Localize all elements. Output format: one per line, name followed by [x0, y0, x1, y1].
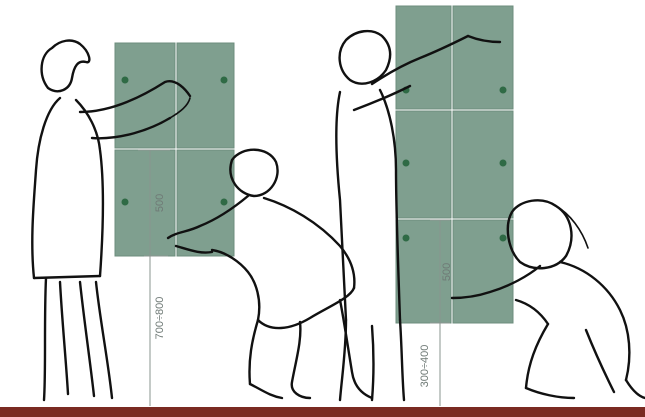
dim-panel-height-right: 500 — [441, 263, 453, 281]
fastener-dot — [221, 199, 228, 206]
left-panel-top-left — [115, 43, 175, 148]
right-panel-stack — [396, 6, 513, 323]
fastener-dot — [122, 77, 129, 84]
fastener-dot — [500, 235, 507, 242]
left-panel-top-right — [177, 43, 234, 148]
dim-panel-height-left: 500 — [154, 194, 166, 212]
right-panel-r1-right — [453, 6, 513, 109]
fastener-dot — [403, 235, 410, 242]
dim-mount-height-left: 700÷800 — [154, 297, 166, 340]
fastener-dot — [500, 87, 507, 94]
dim-mount-height-right: 300÷400 — [419, 345, 431, 388]
floor — [0, 407, 645, 417]
fastener-dot — [500, 160, 507, 167]
left-panel-stack — [115, 43, 234, 256]
fastener-dot — [122, 199, 129, 206]
fastener-dot — [403, 160, 410, 167]
fastener-dot — [221, 77, 228, 84]
